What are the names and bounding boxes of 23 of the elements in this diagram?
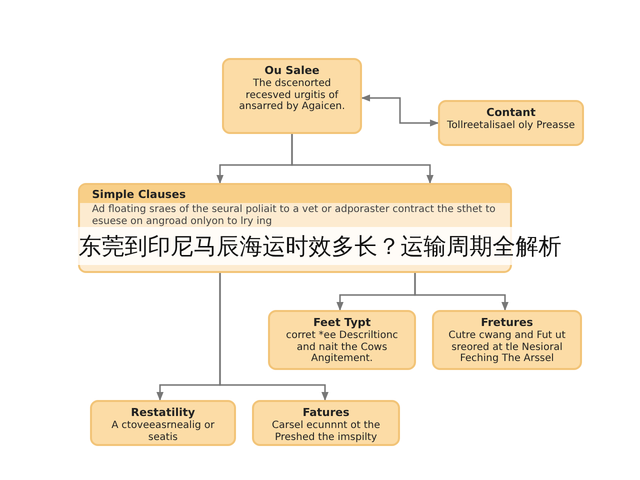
box-heading: Ou Salee (264, 64, 320, 77)
connector-arrow (361, 94, 439, 127)
connector-arrow (414, 273, 509, 311)
box-heading: Contant (486, 106, 536, 119)
box-heading: Restatility (130, 406, 196, 419)
box-heading: Feet Typt (313, 316, 371, 329)
box-text: A ctoveeasrnealig or seatis (110, 420, 216, 443)
box-heading: Fretures (480, 316, 534, 329)
process-box (222, 58, 362, 134)
process-box (438, 100, 584, 146)
connector-arrow (291, 134, 434, 184)
process-box (432, 310, 582, 370)
box-text: corret *ee Descriltionc and nait the Cows Angitement. (284, 330, 400, 364)
box-text: The dscenorted recesved urgitis of ansarred by Agaicen. (238, 78, 346, 112)
box-text: Cutre cwang and Fut ut sreored at tle Nesioral Feching The Arssel (447, 330, 567, 364)
box-text: Carsel ecunnnt ot the Preshed the imspilty (270, 420, 382, 443)
process-box (268, 310, 416, 370)
box-text: Tollreetalisael oly Preasse (447, 120, 575, 132)
process-box (90, 400, 236, 446)
box-heading: Simple Clauses (80, 185, 510, 203)
process-box (252, 400, 400, 446)
box-heading: Fatures (302, 406, 350, 419)
connector-arrow (219, 273, 329, 401)
